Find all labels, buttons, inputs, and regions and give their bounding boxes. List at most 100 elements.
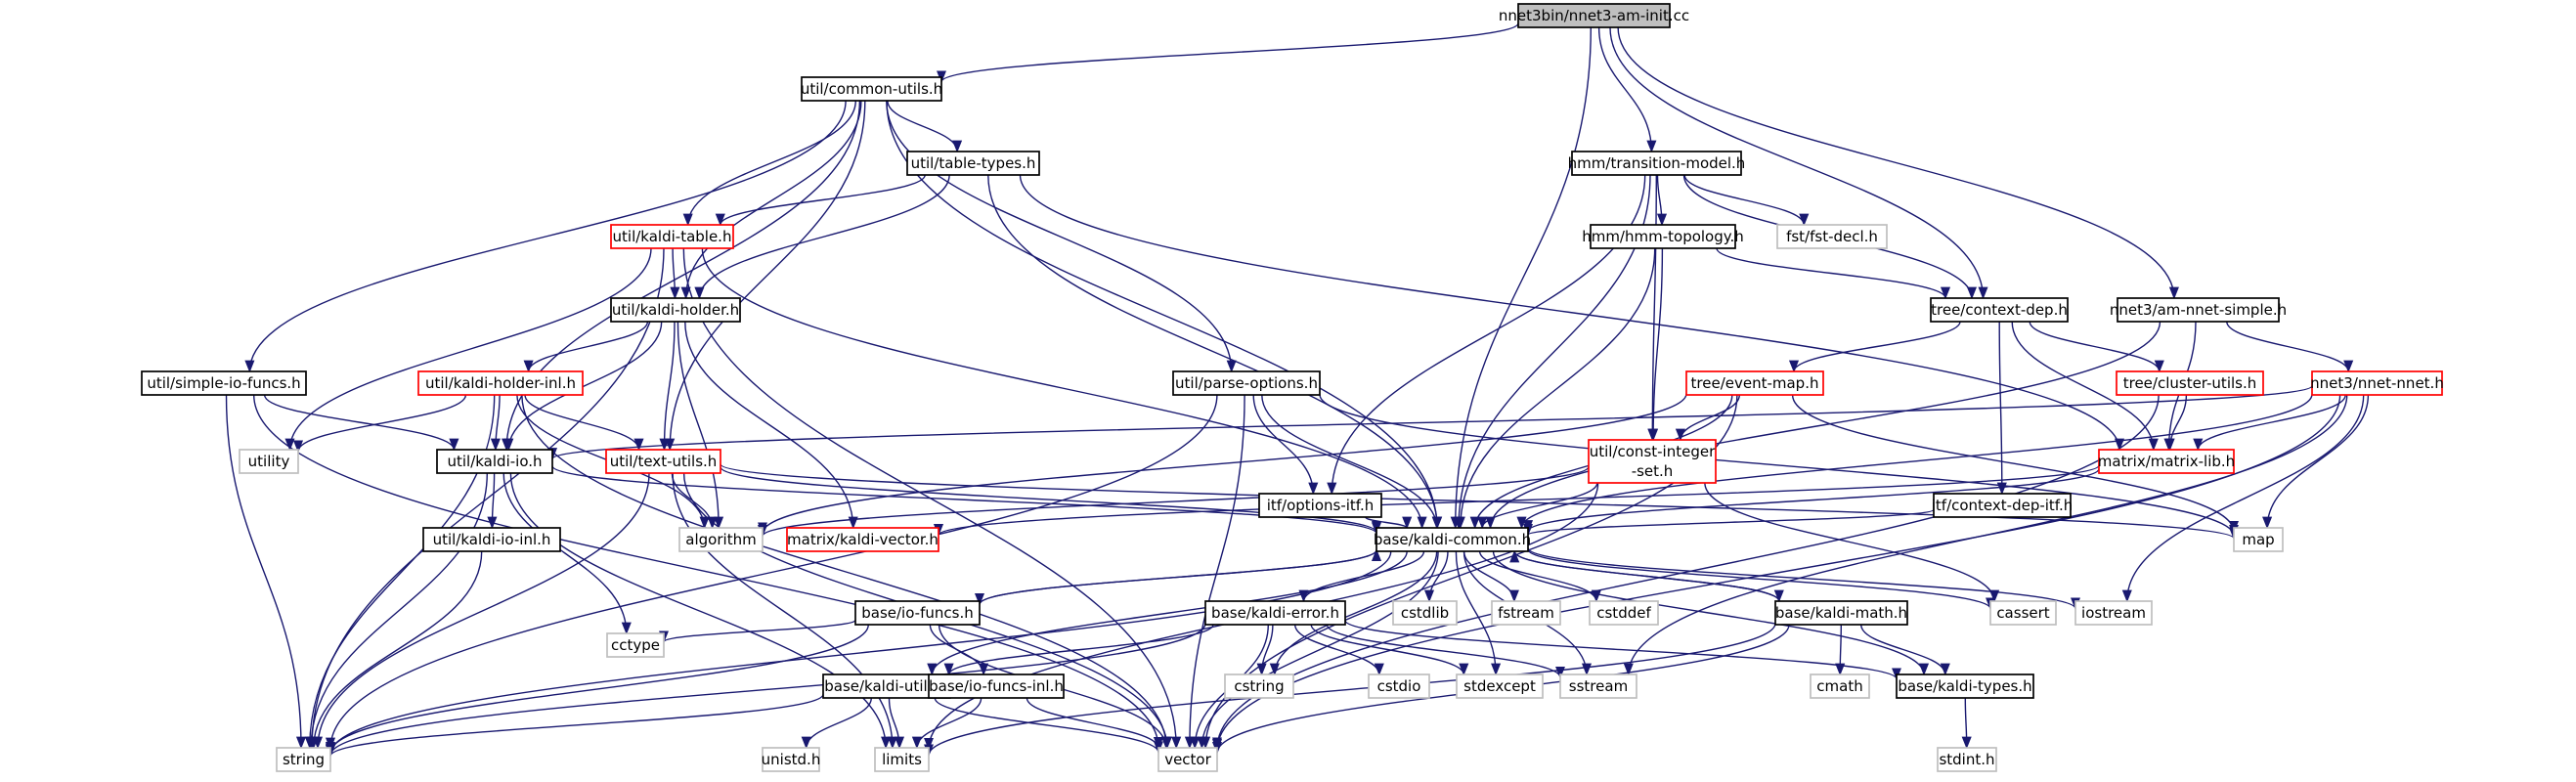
node-am-nnet-simple[interactable]: nnet3/am-nnet-simple.h — [2110, 297, 2287, 323]
node-box-root — [1517, 3, 1671, 28]
edge-kaldi_utils-to-limits — [888, 697, 905, 750]
node-label-io-funcs-inl: base/io-funcs-inl.h — [929, 677, 1064, 695]
node-kaldi-types[interactable]: base/kaldi-types.h — [1896, 673, 2034, 699]
edge-hmm_topology-to-const_integer_set_1 — [1648, 247, 1664, 442]
node-simple-io-funcs[interactable]: util/simple-io-funcs.h — [141, 370, 307, 396]
node-label-unistd: unistd.h — [762, 751, 821, 768]
node-kaldi-error[interactable]: base/kaldi-error.h — [1204, 600, 1346, 626]
node-kaldi-vector[interactable]: matrix/kaldi-vector.h — [786, 527, 939, 552]
edge-table_types-to-matrix_lib — [1019, 174, 2124, 452]
edge-kaldi_math-to-kaldi_common — [1509, 549, 1780, 602]
edge-kaldi_utils-to-unistd — [801, 697, 872, 750]
edge-kaldi_table-to-utility — [284, 247, 652, 452]
node-matrix-lib[interactable]: matrix/matrix-lib.h — [2098, 449, 2235, 474]
node-label-cassert: cassert — [1996, 604, 2049, 622]
edge-kaldi_types-to-stdint — [1961, 697, 1972, 750]
edge-am_nnet_simple-to-nnet_nnet — [2226, 321, 2354, 373]
edge-kaldi_io-to-kaldi_io_inl — [487, 472, 498, 530]
node-root[interactable]: nnet3bin/nnet3-am-init.cc — [1499, 3, 1689, 28]
node-io-funcs[interactable]: base/io-funcs.h — [854, 600, 981, 626]
node-const-integer-set-1[interactable]: util/const-integer-set.h — [1588, 439, 1717, 484]
node-label-const-integer-set-line2: -set.h — [1632, 462, 1674, 480]
edge-root-to-context_dep — [1609, 26, 1988, 300]
edge-kaldi_error-to-cstring — [1256, 624, 1274, 676]
edge-context_dep-to-matrix_lib — [2011, 321, 2159, 452]
node-label-utility: utility — [248, 453, 290, 470]
node-label-cstring: cstring — [1234, 677, 1284, 695]
node-box-utility — [239, 449, 299, 474]
node-layer: nnet3bin/nnet3-am-init.cc util/common-uti… — [141, 3, 2444, 772]
node-nnet-nnet[interactable]: nnet3/nnet-nnet.h — [2310, 370, 2444, 396]
node-kaldi-io-inl[interactable]: util/kaldi-io-inl.h — [422, 527, 561, 552]
node-box-context-dep-itf — [1933, 493, 2072, 518]
node-cstddef: cstddef — [1589, 600, 1659, 626]
node-box-stdint — [1937, 747, 1997, 772]
edge-kaldi_common-to-vector — [1197, 550, 1439, 750]
edge-kaldi_table-to-kaldi_holder — [670, 247, 680, 300]
node-transition-model[interactable]: hmm/transition-model.h — [1568, 151, 1746, 176]
node-label-cstdio: cstdio — [1377, 677, 1421, 695]
node-kaldi-table[interactable]: util/kaldi-table.h — [610, 224, 734, 249]
node-kaldi-math[interactable]: base/kaldi-math.h — [1774, 600, 1908, 626]
edge-cluster_utils-to-matrix_lib — [2164, 394, 2188, 452]
node-kaldi-io[interactable]: util/kaldi-io.h — [436, 449, 553, 474]
node-parse-options[interactable]: util/parse-options.h — [1172, 370, 1321, 396]
node-table-types[interactable]: util/table-types.h — [906, 151, 1040, 176]
node-map: map — [2233, 527, 2284, 552]
node-event-map[interactable]: tree/event-map.h — [1685, 370, 1824, 396]
node-label-parse-options: util/parse-options.h — [1175, 374, 1318, 392]
node-box-options-itf — [1258, 493, 1382, 518]
node-box-cluster-utils — [2116, 370, 2264, 396]
edge-text_utils-to-limits — [672, 472, 897, 750]
node-label-algorithm: algorithm — [685, 531, 756, 548]
node-label-cstdlib: cstdlib — [1401, 604, 1449, 622]
node-label-am-nnet-simple: nnet3/am-nnet-simple.h — [2110, 301, 2287, 319]
edge-common_utils-to-text_utils — [665, 100, 866, 452]
node-context-dep-itf[interactable]: itf/context-dep-itf.h — [1932, 493, 2074, 518]
node-context-dep[interactable]: tree/context-dep.h — [1930, 297, 2069, 323]
node-label-context-dep: tree/context-dep.h — [1931, 301, 2068, 319]
edge-text_utils-to-kaldi_common — [720, 466, 1381, 534]
node-label-stdexcept: stdexcept — [1463, 677, 1536, 695]
edge-simple_io_funcs-to-string — [225, 394, 307, 750]
node-limits: limits — [874, 747, 930, 772]
edge-kaldi_io-to-kaldi_common — [551, 465, 1381, 535]
node-cctype: cctype — [606, 632, 665, 658]
node-label-matrix-lib: matrix/matrix-lib.h — [2098, 453, 2235, 470]
node-vector: vector — [1157, 747, 1218, 772]
node-box-limits — [874, 747, 930, 772]
edge-kaldi_io-to-cctype — [502, 472, 632, 635]
edge-kaldi_common-to-iostream — [1527, 546, 2080, 610]
node-hmm-topology[interactable]: hmm/hmm-topology.h — [1582, 224, 1744, 249]
edge-parse_options-to-vector — [1184, 394, 1245, 750]
node-kaldi-holder-inl[interactable]: util/kaldi-holder-inl.h — [417, 370, 584, 396]
node-io-funcs-inl[interactable]: base/io-funcs-inl.h — [928, 673, 1065, 699]
edge-kaldi_common-to-kaldi_types — [1492, 550, 1929, 676]
edge-nnet_nnet-to-iostream — [2121, 394, 2365, 603]
node-kaldi-holder[interactable]: util/kaldi-holder.h — [610, 297, 741, 323]
node-box-simple-io-funcs — [141, 370, 307, 396]
node-label-limits: limits — [882, 751, 922, 768]
node-iostream: iostream — [2074, 600, 2153, 626]
node-common-utils[interactable]: util/common-utils.h — [801, 76, 942, 102]
node-kaldi-common[interactable]: base/kaldi-common.h — [1374, 527, 1531, 552]
node-options-itf[interactable]: itf/options-itf.h — [1258, 493, 1382, 518]
node-box-context-dep — [1930, 297, 2069, 323]
node-box-text-utils — [605, 449, 721, 474]
node-label-iostream: iostream — [2081, 604, 2146, 622]
node-cluster-utils[interactable]: tree/cluster-utils.h — [2116, 370, 2264, 396]
edge-root-to-common_utils — [937, 22, 1519, 83]
node-label-kaldi-holder: util/kaldi-holder.h — [612, 301, 739, 319]
node-box-kaldi-types — [1896, 673, 2034, 699]
edge-hmm_topology-to-context_dep — [1716, 247, 1950, 300]
edge-kaldi_holder-to-algorithm — [677, 321, 724, 530]
node-box-transition-model — [1571, 151, 1742, 176]
node-label-table-types: util/table-types.h — [911, 154, 1036, 172]
edge-kaldi_io-to-string — [306, 472, 488, 750]
node-label-stdint: stdint.h — [1939, 751, 1994, 768]
edge-transition_model-to-const_integer_set_1 — [1647, 174, 1658, 442]
edge-kaldi_error-to-sstream — [1326, 624, 1565, 679]
node-label-kaldi-table: util/kaldi-table.h — [613, 228, 732, 245]
node-text-utils[interactable]: util/text-utils.h — [605, 449, 721, 474]
node-label-cluster-utils: tree/cluster-utils.h — [2123, 374, 2257, 392]
